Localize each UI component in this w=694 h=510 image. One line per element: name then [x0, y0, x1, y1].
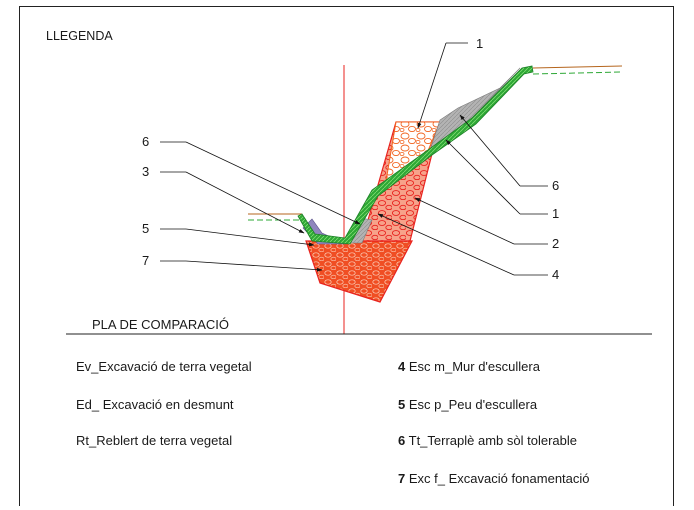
legend-frame — [19, 6, 674, 506]
legend-right-item-5: 5 Esc p_Peu d'escullera — [398, 397, 537, 413]
callout-arrow-left-5 — [185, 228, 315, 247]
legend-text: Tt_Terraplè amb sòl tolerable — [408, 433, 577, 448]
legend-text: Exc f_ Excavació fonamentació — [408, 471, 590, 486]
legend-num: 5 — [398, 397, 406, 412]
callout-arrow-left-6 — [185, 141, 361, 225]
legend-right-item-6: 6 Tt_Terraplè amb sòl tolerable — [398, 433, 577, 449]
callout-label-right-6: 6 — [552, 178, 560, 193]
tolerable-soil-fill — [429, 67, 521, 151]
callout-label-left-6: 6 — [142, 134, 150, 149]
callout-arrow-top-1 — [417, 42, 447, 129]
callout-label-top-1: 1 — [476, 36, 484, 51]
legend-left-item-1: Ev_Excavació de terra vegetal — [76, 359, 252, 374]
callout-label-left-5: 5 — [142, 221, 150, 236]
callout-label-right-2: 2 — [552, 236, 560, 251]
callout-arrow-left-3 — [185, 171, 305, 234]
legend-text: Esc m_Mur d'escullera — [408, 359, 540, 374]
legend-right-item-4: 4 Esc m_Mur d'escullera — [398, 359, 540, 375]
terrain-line-right-brown — [532, 65, 623, 69]
legend-left-item-3: Rt_Reblert de terra vegetal — [76, 433, 233, 448]
callout-arrow-right-1 — [445, 139, 521, 215]
terrain-line-right-green — [532, 71, 623, 75]
callout-arrow-right-2 — [414, 197, 515, 245]
callout-label-left-3: 3 — [142, 164, 150, 179]
legend-right-item-7: 7 Exc f_ Excavació fonamentació — [398, 471, 590, 487]
callout-label-right-1: 1 — [552, 206, 560, 221]
callout-arrow-left-7 — [185, 260, 323, 272]
callout-label-left-7: 7 — [142, 253, 150, 268]
callout-arrow-right-6 — [459, 114, 521, 187]
callout-arrow-right-4 — [377, 213, 515, 276]
legend-title: LLEGENDA — [46, 29, 113, 43]
topsoil-band — [297, 65, 534, 245]
legend-num: 7 — [398, 471, 406, 486]
legend-left-item-2: Ed_ Excavació en desmunt — [76, 397, 234, 412]
foundation-excavation — [305, 240, 413, 303]
callout-label-right-4: 4 — [552, 267, 560, 282]
legend-num: 4 — [398, 359, 406, 374]
legend-text: Esc p_Peu d'escullera — [408, 397, 538, 412]
reference-plane-label: PLA DE COMPARACIÓ — [92, 317, 230, 332]
legend-num: 6 — [398, 433, 406, 448]
